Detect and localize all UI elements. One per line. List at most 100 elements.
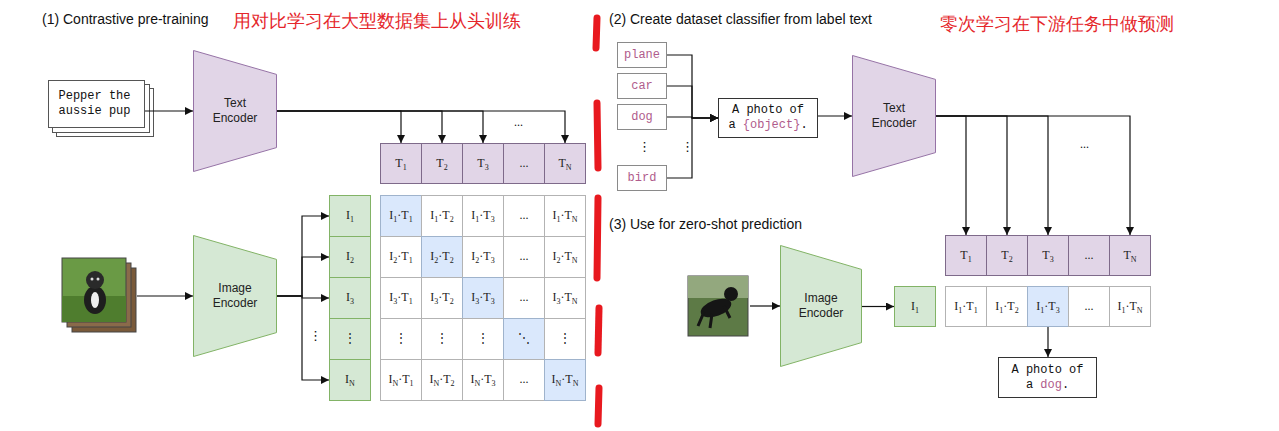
matched-similarity-cell: IN·TN xyxy=(544,359,586,401)
node-text: TN xyxy=(558,157,571,170)
similarity-cell: ⋮ xyxy=(544,318,586,360)
node-text: dog xyxy=(631,110,653,124)
similarity-cell: I3·TN xyxy=(544,277,586,319)
photo xyxy=(688,276,748,336)
connector-arrow xyxy=(667,86,718,118)
similarity-cell: ... xyxy=(503,277,545,319)
subscript: 1 xyxy=(958,306,962,315)
divider-dash xyxy=(597,198,598,278)
node-text: plane xyxy=(624,48,660,62)
similarity-cell: ... xyxy=(1068,286,1110,327)
query-photo xyxy=(688,276,748,336)
connector-arrow xyxy=(936,116,1130,235)
node-text: T2 xyxy=(1001,249,1012,262)
subscript: 2 xyxy=(444,163,448,172)
connector-arrow xyxy=(277,216,329,296)
connector-arrow xyxy=(667,55,718,118)
matched-similarity-cell: I1·T3 xyxy=(1027,286,1069,327)
subscript: 1 xyxy=(1121,306,1125,315)
subscript: 2 xyxy=(393,256,397,265)
connector-arrow xyxy=(1047,327,1048,357)
subscript: 3 xyxy=(1056,306,1060,315)
text-embedding-cell: T3 xyxy=(1027,235,1069,276)
node-text: I1·T1 xyxy=(389,209,412,222)
node-text: I3·T3 xyxy=(471,291,494,304)
subscript: 2 xyxy=(450,215,454,224)
text-encoder: Text Encoder xyxy=(852,55,936,177)
node-text: T1 xyxy=(395,157,406,170)
node-text: ... xyxy=(1085,300,1094,313)
ellipsis: ⋮ xyxy=(309,329,322,343)
subscript: N xyxy=(1131,255,1137,264)
trapezoid-outline xyxy=(194,51,277,172)
trapezoid-outline xyxy=(781,246,862,367)
subscript: N xyxy=(433,379,439,388)
node-text: IN·T3 xyxy=(470,373,495,386)
class-label-box: car xyxy=(617,73,667,99)
matched-similarity-cell: I2·T2 xyxy=(421,236,463,278)
subscript: N xyxy=(556,379,562,388)
connector-arrow xyxy=(667,118,718,178)
node-text: T1 xyxy=(960,249,971,262)
node-text: ⋮ xyxy=(477,332,489,345)
node-text: ⋮ xyxy=(436,332,448,345)
node-text: ⋮ xyxy=(344,332,356,345)
node-text: I1·T3 xyxy=(1036,300,1059,313)
subscript: 1 xyxy=(556,215,560,224)
subscript: 1 xyxy=(409,215,413,224)
subscript: N xyxy=(573,379,579,388)
subscript: N xyxy=(1137,306,1143,315)
connector-arrow xyxy=(277,111,401,143)
node-text: I1·T3 xyxy=(471,209,494,222)
subscript: 2 xyxy=(1009,255,1013,264)
subscript: 2 xyxy=(450,297,454,306)
connector-arrow xyxy=(277,111,483,143)
node-text: ⋮ xyxy=(395,332,407,345)
node-text: IN·T1 xyxy=(388,373,413,386)
connector-arrow xyxy=(936,116,1048,235)
dog-eye xyxy=(97,278,100,281)
node-text: I2·T1 xyxy=(389,250,412,263)
similarity-cell: I2·T1 xyxy=(380,236,422,278)
subscript: N xyxy=(572,256,578,265)
divider-dash xyxy=(598,308,599,353)
node-text: I1·T1 xyxy=(954,300,977,313)
subscript: 3 xyxy=(350,297,354,306)
node-text: Pepper the aussie pup xyxy=(59,89,135,119)
node-text: A photo of a dog. xyxy=(1007,363,1089,393)
subscript: 2 xyxy=(475,256,479,265)
subscript: 1 xyxy=(410,379,414,388)
node-text: I2·T2 xyxy=(430,250,453,263)
dog-head xyxy=(724,287,738,301)
connector-arrow xyxy=(818,115,852,116)
subscript: 1 xyxy=(999,306,1003,315)
matched-similarity-cell: I1·T1 xyxy=(380,195,422,237)
similarity-cell: I1·T3 xyxy=(462,195,504,237)
connector-arrow xyxy=(936,116,966,235)
node-text: I1·TN xyxy=(1117,300,1142,313)
prompt-box: A photo of a {object}. xyxy=(718,98,818,138)
class-label-box: plane xyxy=(617,42,667,68)
dog-eye xyxy=(91,278,94,281)
subscript: 1 xyxy=(350,215,354,224)
section-title: (3) Use for zero-shot prediction xyxy=(609,217,802,232)
subscript: 2 xyxy=(556,256,560,265)
node-text: T2 xyxy=(436,157,447,170)
text-embedding-cell: TN xyxy=(1109,235,1151,276)
subscript: 1 xyxy=(968,255,972,264)
photo xyxy=(62,258,126,322)
subscript: N xyxy=(349,379,355,388)
ellipsis: ⋮ xyxy=(638,140,651,154)
similarity-cell: ⋮ xyxy=(421,318,463,360)
node-text: I3·TN xyxy=(552,291,577,304)
matched-similarity-cell: I3·T3 xyxy=(462,277,504,319)
subscript: 2 xyxy=(1015,306,1019,315)
text-embedding-cell: TN xyxy=(544,143,586,184)
similarity-cell: I1·T2 xyxy=(421,195,463,237)
image-encoder: Image Encoder xyxy=(193,235,277,357)
text-embedding-cell: T1 xyxy=(380,143,422,184)
node-text: ⋱ xyxy=(518,332,530,345)
node-text: I2·T3 xyxy=(471,250,494,263)
similarity-cell: IN·T1 xyxy=(380,359,422,401)
